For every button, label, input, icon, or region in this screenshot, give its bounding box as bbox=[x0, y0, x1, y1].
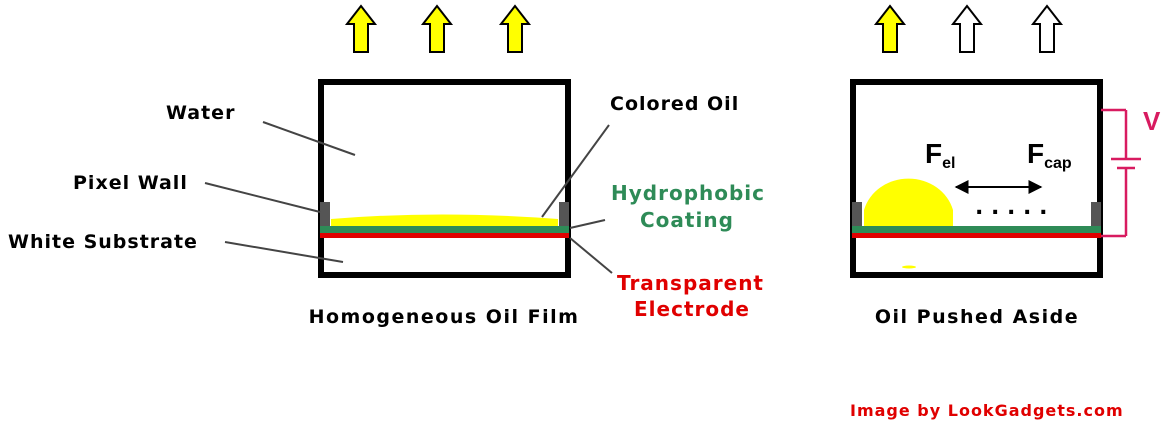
pixel-wall-right-a bbox=[852, 202, 862, 228]
light-arrow-3-right bbox=[1030, 4, 1064, 53]
left-pixel bbox=[318, 4, 571, 278]
oil-droplet bbox=[864, 178, 953, 226]
label-water: Water bbox=[166, 102, 235, 124]
label-hydrophobic: Hydrophobic bbox=[611, 181, 765, 205]
force-cap-label: Fcap bbox=[1027, 138, 1072, 172]
label-transparent: Transparent bbox=[617, 271, 764, 295]
coating-leader bbox=[569, 219, 606, 229]
force-cap-main: F bbox=[1027, 138, 1044, 169]
label-pixel-wall: Pixel Wall bbox=[73, 172, 188, 194]
pixel-wall-left-a bbox=[320, 202, 330, 228]
credit-text: Image by LookGadgets.com bbox=[850, 401, 1124, 420]
label-coating: Coating bbox=[640, 208, 734, 232]
pixel-frame-left bbox=[318, 79, 571, 278]
pixel-wall-leader bbox=[204, 182, 321, 213]
caption-right: Oil Pushed Aside bbox=[875, 306, 1079, 328]
pixel-frame-right bbox=[850, 79, 1103, 278]
electrode-left bbox=[320, 233, 569, 238]
oil-film bbox=[331, 214, 558, 226]
water-leader bbox=[262, 121, 356, 156]
light-arrow-2-left bbox=[420, 4, 454, 53]
voltage-label: V bbox=[1143, 106, 1161, 136]
right-pixel: . . . . . bbox=[850, 4, 1103, 278]
light-arrow-2-right bbox=[950, 4, 984, 53]
force-el-main: F bbox=[925, 138, 942, 169]
label-electrode: Electrode bbox=[634, 297, 750, 321]
label-colored-oil: Colored Oil bbox=[610, 93, 739, 115]
pixel-wall-right-b bbox=[1091, 202, 1101, 228]
caption-left: Homogeneous Oil Film bbox=[309, 306, 580, 328]
hydrophobic-coating-right bbox=[852, 226, 1101, 233]
oil-reflection bbox=[902, 265, 916, 269]
light-arrow-3-left bbox=[498, 4, 532, 53]
force-el-label: Fel bbox=[925, 138, 955, 172]
force-el-sub: el bbox=[942, 155, 955, 172]
hydrophobic-coating-left bbox=[320, 226, 569, 233]
pixel-wall-left-b bbox=[559, 202, 569, 228]
force-cap-sub: cap bbox=[1044, 155, 1072, 172]
colored-oil-leader bbox=[541, 124, 610, 218]
light-arrow-1-left bbox=[344, 4, 378, 53]
light-arrow-1-right bbox=[873, 4, 907, 53]
electrode-leader bbox=[569, 237, 613, 274]
substrate-leader bbox=[224, 241, 344, 263]
water-dots: . . . . . bbox=[975, 195, 1047, 220]
electrode-right bbox=[852, 233, 1101, 238]
label-white-substrate: White Substrate bbox=[8, 231, 198, 253]
voltage-circuit bbox=[1101, 108, 1141, 238]
